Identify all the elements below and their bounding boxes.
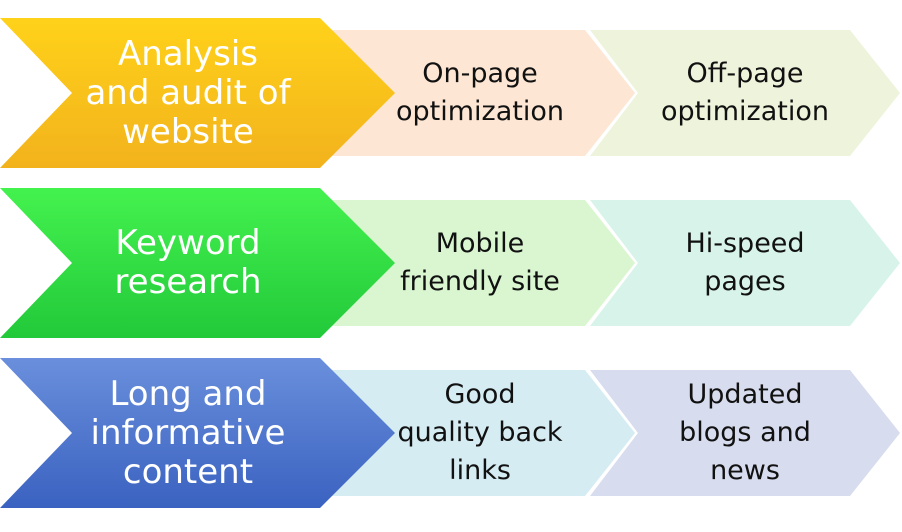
row-3-step-2-chevron [590,370,900,496]
row-3-step-1-chevron [322,370,635,496]
row-3-step-2-label: Updated blogs and news [679,379,811,486]
row-1-step-2-chevron [590,30,900,156]
row-3-main-chevron [0,358,395,508]
row-2-step-1-label: Mobile friendly site [400,228,560,297]
row-2-step-2-chevron [590,200,900,326]
row-2-step-1-chevron [322,200,635,326]
row-1-step-1-chevron [322,30,635,156]
row-2-main-chevron [0,188,395,338]
row-1-step-1-label: On-page optimization [396,58,564,127]
row-1-main-chevron [0,18,395,168]
row-1-main-label: Analysis and audit of website [85,33,291,152]
row-3-step-1-label: Good quality back links [397,379,563,486]
row-3-main-label: Long and informative content [90,373,286,492]
row-2-main-label: Keyword research [114,223,262,302]
row-1-step-2-label: Off-page optimization [661,58,829,127]
row-2-step-2-label: Hi-speed pages [685,228,805,297]
